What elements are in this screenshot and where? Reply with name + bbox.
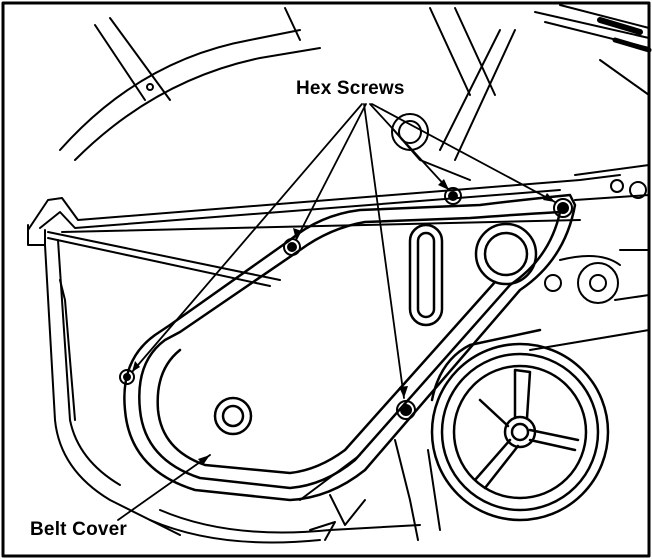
belt-cover-leader (117, 454, 211, 521)
wheel (430, 328, 610, 522)
hex-screws-leaders (131, 103, 556, 399)
belt-cover-callout: Belt Cover (30, 519, 128, 540)
top-right-housing (534, 4, 652, 96)
hex-screw-set (119, 187, 573, 420)
hex-screw-2 (444, 187, 462, 205)
hex-screw-5 (119, 369, 135, 385)
lower-housing (149, 439, 441, 544)
right-components (529, 164, 650, 351)
upper-chassis (59, 7, 516, 161)
frame-panel (27, 174, 621, 536)
hex-screw-1 (283, 238, 301, 256)
belt-cover-features (213, 222, 538, 436)
hex-screws-callout: Hex Screws (296, 78, 405, 99)
rivet (146, 83, 154, 91)
hex-screw-4 (396, 400, 416, 420)
hex-screws-arrowheads (132, 179, 555, 398)
hex-screw-3 (553, 198, 573, 218)
belt-cover (123, 193, 577, 502)
